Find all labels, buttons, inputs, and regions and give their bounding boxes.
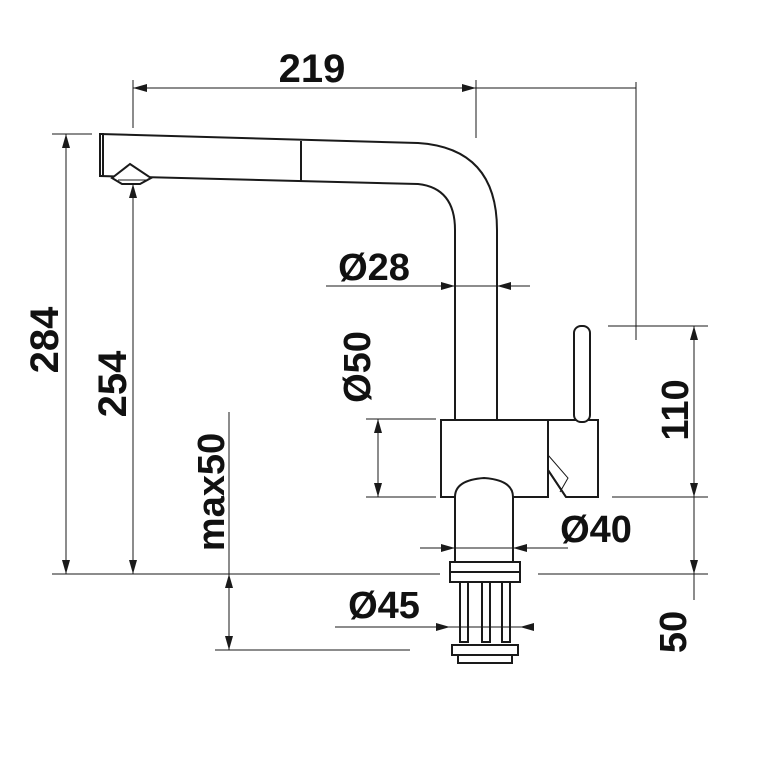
mount-rod-mid [481, 581, 491, 643]
counter-thickness-arrow-top [225, 574, 233, 588]
dimension-labels: 219 284 254 max50 Ø28 Ø50 110 Ø40 Ø45 50 [23, 47, 697, 653]
spout-tip [99, 133, 104, 177]
mount-nut [451, 644, 519, 656]
reach-arrow-right [462, 84, 476, 92]
mount-diam-arrow-left [436, 623, 450, 631]
body-diam-arrow-bottom [374, 483, 382, 497]
lever-pivot-detail [547, 454, 569, 493]
body-diam-label: Ø50 [337, 331, 379, 403]
aerator [110, 162, 153, 185]
faucet-body [440, 419, 549, 498]
lever-height-arrow-top [690, 326, 698, 340]
extension-lines [52, 80, 708, 651]
body-diam-arrow-top [374, 419, 382, 433]
mount-diam-arrow-right [520, 623, 534, 631]
base-diam-arrow-right [513, 544, 527, 552]
counter-thickness-arrow-bottom [225, 636, 233, 650]
total-height-label: 284 [23, 306, 67, 373]
base-diam-arrow-left [441, 544, 455, 552]
faucet-base-flange [449, 561, 521, 573]
lever-housing [547, 419, 599, 498]
base-diam-label: Ø40 [560, 509, 632, 551]
spout-diam-label: Ø28 [338, 247, 410, 289]
spout-diam-arrow-left [441, 282, 455, 290]
mount-diam-label: Ø45 [348, 585, 420, 627]
reach-label: 219 [279, 47, 346, 91]
lever-housing-edge [547, 469, 567, 498]
spout-arm [99, 132, 498, 421]
reach-arrow-left [133, 84, 147, 92]
mount-rod-left [459, 581, 469, 643]
counter-thickness-label: max50 [191, 433, 233, 551]
depth-arrow-top [690, 560, 698, 574]
faucet-outline [99, 132, 599, 664]
lever-height-arrow-bottom [690, 483, 698, 497]
mount-rod-right [501, 581, 511, 643]
spout-height-arrow-top [129, 184, 137, 198]
mount-nut-lower [457, 654, 513, 664]
total-height-arrow-top [62, 134, 70, 148]
lever-handle [573, 325, 591, 423]
total-height-arrow-bottom [62, 560, 70, 574]
spout-height-label: 254 [91, 350, 135, 417]
spout-diam-arrow-right [497, 282, 511, 290]
depth-label: 50 [653, 611, 695, 653]
faucet-base-neck [454, 476, 514, 563]
spout-height-arrow-bottom [129, 560, 137, 574]
lever-height-label: 110 [655, 379, 697, 440]
dimension-lines [62, 84, 698, 650]
mount-plate [449, 571, 521, 583]
